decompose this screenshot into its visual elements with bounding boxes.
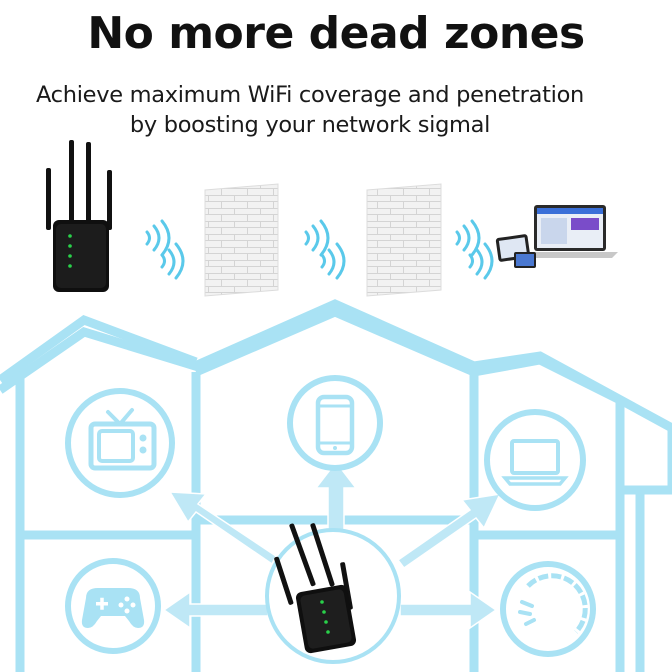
wifi-signal-icon xyxy=(455,219,494,280)
smartphone-icon xyxy=(514,252,536,268)
wifi-extender-icon xyxy=(46,140,112,292)
wifi-signal-icon xyxy=(145,219,185,280)
devices-group xyxy=(495,205,618,268)
smart-home-icon xyxy=(500,561,596,657)
arrow-to-smart-home xyxy=(399,590,498,630)
laptop-icon xyxy=(524,205,618,258)
subheadline-line-1: Achieve maximum WiFi coverage and penetr… xyxy=(35,82,585,108)
wifi-signal-icon xyxy=(304,219,346,280)
wifi-extender-icon xyxy=(274,523,357,654)
brick-wall-icon xyxy=(204,183,279,297)
arrow-to-gamepad xyxy=(162,590,269,630)
smartphone-icon xyxy=(287,375,383,471)
arrow-to-tv xyxy=(168,491,277,566)
tv-icon xyxy=(65,388,175,498)
laptop-icon xyxy=(484,409,586,511)
subheadline-line-2: by boosting your network sigmal xyxy=(129,112,491,138)
central-extender xyxy=(265,523,401,664)
headline: No more dead zones xyxy=(87,8,585,59)
arrows xyxy=(162,460,502,630)
arrow-to-laptop xyxy=(396,493,502,570)
brick-wall-icon xyxy=(366,183,442,297)
house-outline xyxy=(0,299,672,672)
gamepad-icon xyxy=(65,558,161,654)
